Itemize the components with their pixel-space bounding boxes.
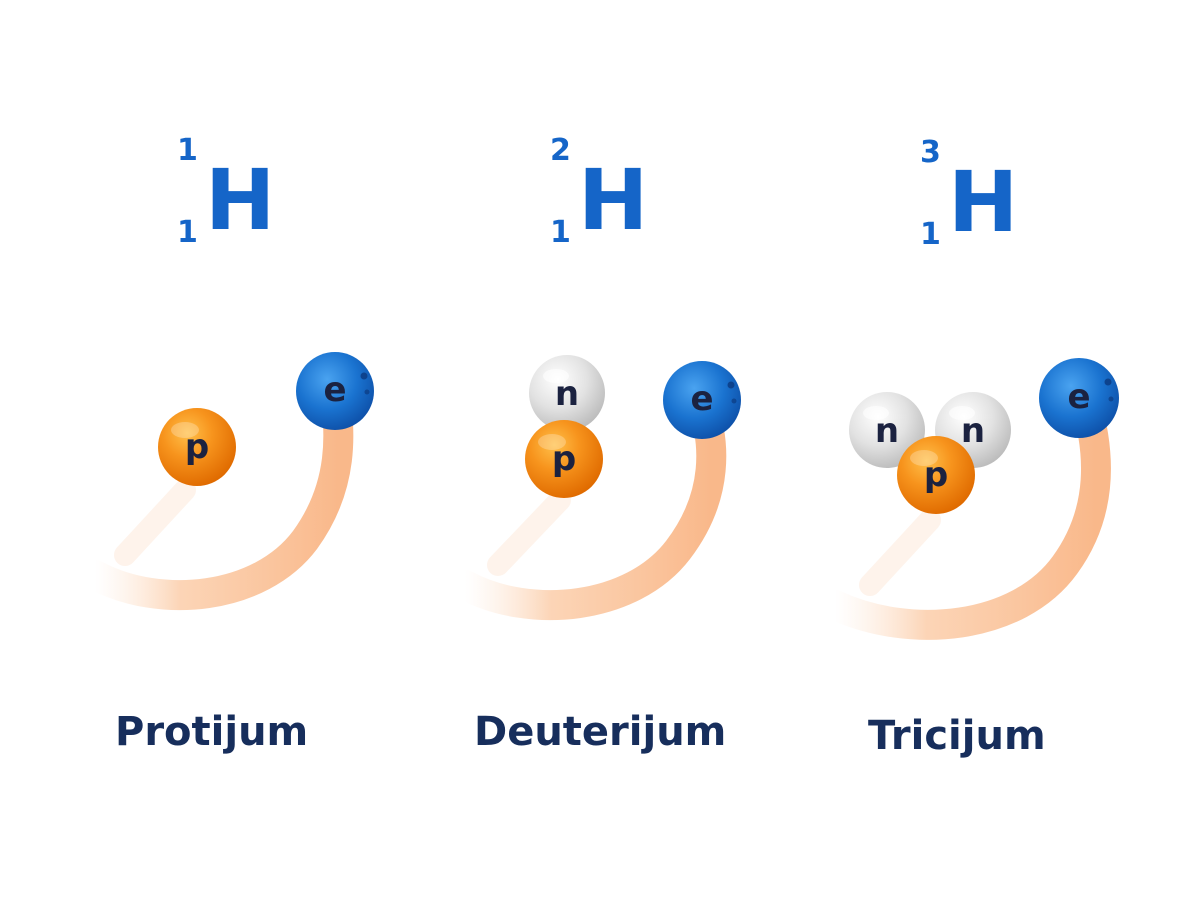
- mass-number: 3: [920, 135, 941, 170]
- element-symbol: H: [205, 151, 276, 249]
- atomic-number: 1: [177, 215, 198, 250]
- orbit-tail: [114, 479, 196, 566]
- electron-orbit: [80, 380, 354, 611]
- mass-number: 1: [177, 133, 198, 168]
- neutron-particle: n: [529, 355, 605, 431]
- electron-label: e: [690, 379, 713, 419]
- isotope-name: Protijum: [115, 709, 309, 755]
- electron-label: e: [1067, 377, 1090, 417]
- mass-number: 2: [550, 133, 571, 168]
- isotope-tritium: 3 1 H n n p e Tricijum: [740, 0, 1140, 900]
- orbit-tail: [487, 489, 571, 576]
- atomic-number: 1: [550, 215, 571, 250]
- isotope-protium: 1 1 H p e Protijum: [0, 0, 400, 900]
- electron-particle: e: [1039, 358, 1119, 438]
- isotope-name: Tricijum: [868, 713, 1046, 759]
- proton-particle: p: [158, 408, 236, 486]
- isotope-notation: 3 1 H: [918, 130, 1028, 260]
- electron-particle: e: [296, 352, 374, 430]
- atom-model: n n p e: [820, 358, 1119, 640]
- isotope-name: Deuterijum: [474, 709, 727, 755]
- neutron-particle: n: [849, 392, 925, 468]
- atom-model: n p e: [450, 355, 741, 621]
- neutron-label: n: [875, 411, 899, 451]
- proton-label: p: [552, 439, 576, 479]
- proton-label: p: [185, 427, 209, 467]
- proton-label: p: [924, 455, 948, 495]
- electron-orbit: [820, 385, 1112, 640]
- neutron-label: n: [555, 374, 579, 414]
- electron-particle: e: [663, 361, 741, 439]
- neutron-label: n: [961, 411, 985, 451]
- atomic-number: 1: [920, 217, 941, 252]
- element-symbol: H: [948, 153, 1019, 251]
- proton-particle: p: [525, 420, 603, 498]
- atom-model: p e: [80, 352, 374, 611]
- isotope-notation: 1 1 H: [175, 128, 285, 258]
- electron-label: e: [323, 370, 346, 410]
- isotope-deuterium: 2 1 H n p e Deuterijum: [370, 0, 770, 900]
- proton-particle: p: [897, 436, 975, 514]
- electron-orbit: [450, 390, 727, 621]
- orbit-tail: [859, 509, 941, 596]
- element-symbol: H: [578, 151, 649, 249]
- isotope-notation: 2 1 H: [548, 128, 658, 258]
